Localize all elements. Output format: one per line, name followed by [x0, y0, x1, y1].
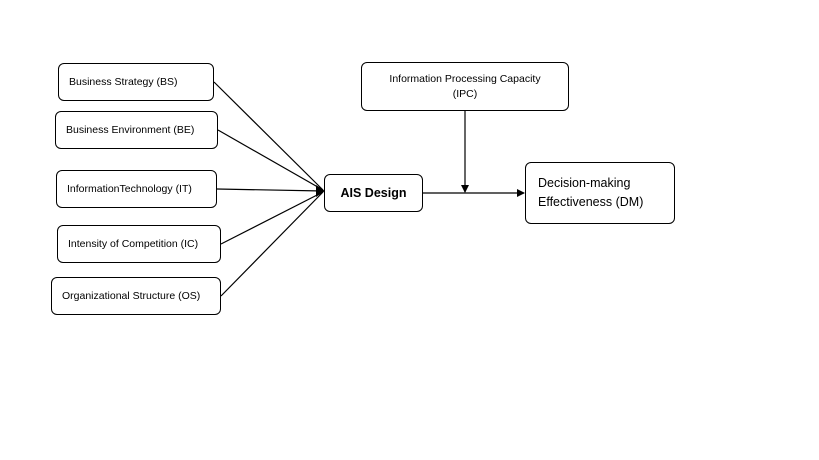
node-label-line1: Decision-making [538, 176, 631, 191]
edge-bs-to-ais [213, 81, 324, 191]
node-label: Intensity of Competition (IC) [68, 237, 199, 250]
node-label-line2: Effectiveness (DM) [538, 195, 644, 209]
edge-ic-to-ais [220, 191, 324, 245]
node-information-processing-capacity: Information Processing Capacity (IPC) [361, 62, 569, 111]
node-ais-design: AIS Design [324, 174, 423, 212]
node-organizational-structure: Organizational Structure (OS) [51, 277, 221, 315]
edge-it-to-ais [216, 188, 324, 192]
node-label: Business Strategy (BS) [69, 75, 178, 88]
node-information-technology: InformationTechnology (IT) [56, 170, 217, 208]
edge-be-to-ais [217, 129, 324, 191]
node-label: InformationTechnology (IT) [67, 182, 192, 195]
arrowhead-ais-entry [316, 185, 325, 197]
node-business-strategy: Business Strategy (BS) [58, 63, 214, 101]
node-label: Business Environment (BE) [66, 123, 195, 136]
node-label-line2: (IPC) [452, 87, 478, 100]
node-label-line1: Information Processing Capacity [389, 73, 541, 86]
node-label: AIS Design [340, 185, 407, 200]
node-intensity-of-competition: Intensity of Competition (IC) [57, 225, 221, 263]
node-decision-making-effectiveness: Decision-making Effectiveness (DM) [525, 162, 675, 224]
edge-os-to-ais [220, 191, 324, 297]
node-label: Organizational Structure (OS) [62, 289, 201, 302]
node-business-environment: Business Environment (BE) [55, 111, 218, 149]
